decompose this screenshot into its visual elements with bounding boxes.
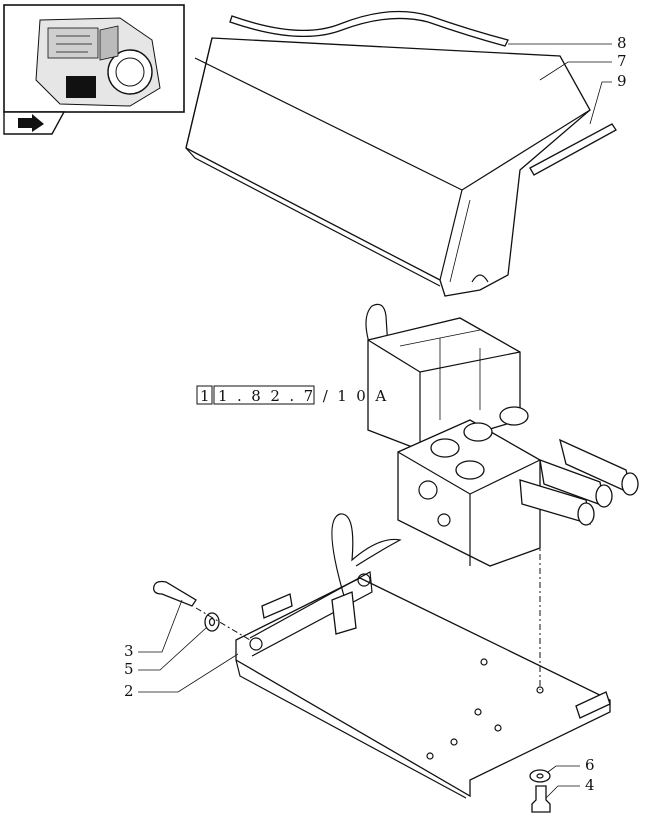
reference-link[interactable]: 1 1.82.7/10A — [196, 385, 396, 405]
callout-8: 8 — [617, 34, 627, 52]
thumbnail-panel[interactable] — [3, 4, 185, 113]
callout-6: 6 — [585, 756, 595, 774]
washer-part — [204, 612, 220, 632]
cover-part — [185, 37, 591, 297]
leader-lines — [138, 43, 612, 799]
page-arrow-icon[interactable] — [3, 111, 66, 135]
callout-3: 3 — [124, 642, 134, 660]
seal-bar-part — [529, 123, 617, 176]
mounting-plate-part — [235, 513, 611, 799]
reference-code: 1.82.7/10A — [218, 387, 396, 405]
reference-prefix: 1 — [200, 387, 210, 405]
callout-7: 7 — [617, 52, 627, 70]
bolt-part — [531, 785, 551, 813]
callout-4: 4 — [585, 776, 595, 794]
screw-part — [153, 580, 197, 607]
callout-2: 2 — [124, 682, 134, 700]
control-valve-part — [365, 303, 639, 567]
transmission-thumbnail-icon — [35, 17, 161, 107]
seal-strip-part — [229, 10, 509, 47]
washer-part-6 — [529, 769, 551, 783]
callout-9: 9 — [617, 72, 627, 90]
callout-5: 5 — [124, 660, 134, 678]
